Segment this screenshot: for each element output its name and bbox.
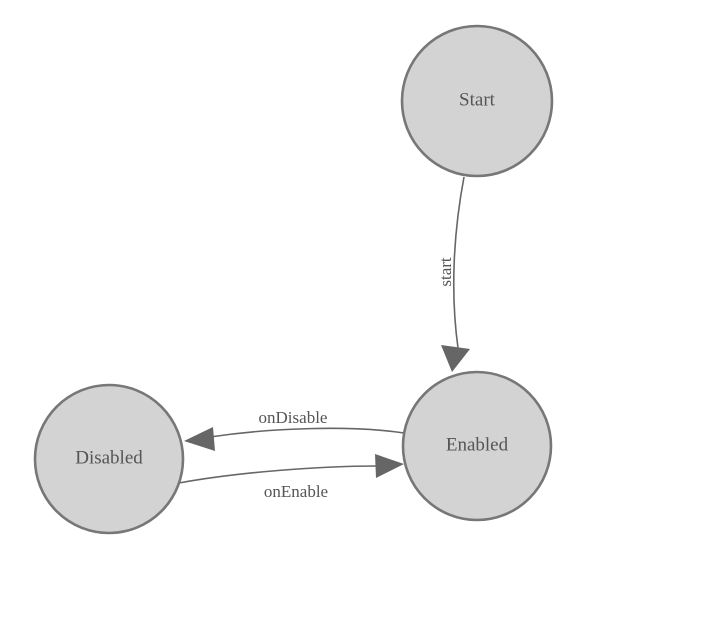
- node-disabled-circle: [33, 383, 185, 535]
- node-enabled[interactable]: Enabled: [401, 370, 553, 522]
- node-disabled-label: Disabled: [75, 447, 143, 468]
- node-enabled-label: Enabled: [446, 434, 509, 455]
- edge-label-ondisable: onDisable: [259, 408, 328, 427]
- edge-label-group: start onDisable onEnable: [259, 257, 455, 501]
- edge-start-to-enabled-arrowhead-icon: [441, 345, 470, 372]
- node-group: Start Enabled Disabled: [33, 24, 554, 535]
- node-start-circle: [400, 24, 554, 178]
- edge-disabled-to-enabled-line: [178, 465, 378, 484]
- node-enabled-circle: [401, 370, 553, 522]
- node-start-label: Start: [459, 89, 496, 110]
- edge-enabled-to-disabled[interactable]: [184, 427, 405, 451]
- edge-enabled-to-disabled-arrowhead-icon: [184, 427, 215, 451]
- edge-group: [178, 176, 470, 484]
- node-start[interactable]: Start: [400, 24, 554, 178]
- edge-label-onenable: onEnable: [264, 482, 328, 501]
- node-disabled[interactable]: Disabled: [33, 383, 185, 535]
- edge-enabled-to-disabled-line: [209, 427, 405, 438]
- edge-label-start: start: [436, 257, 455, 287]
- edge-start-to-enabled[interactable]: [441, 176, 470, 372]
- edge-disabled-to-enabled-arrowhead-icon: [375, 454, 404, 478]
- edge-disabled-to-enabled[interactable]: [178, 454, 404, 484]
- edge-start-to-enabled-line: [452, 176, 465, 349]
